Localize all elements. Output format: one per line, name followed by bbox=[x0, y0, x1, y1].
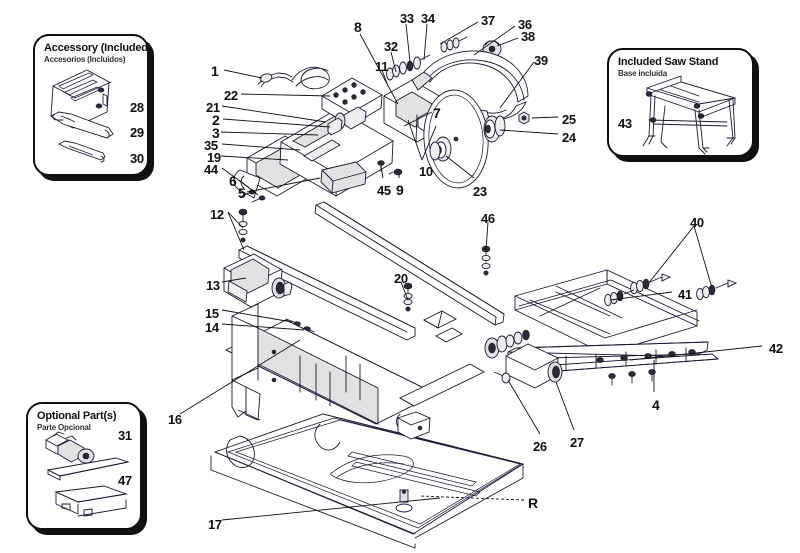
callout-34: 34 bbox=[421, 11, 435, 26]
callout-46: 46 bbox=[481, 211, 495, 226]
accessory-illustration bbox=[50, 69, 114, 163]
callout-44: 44 bbox=[204, 162, 218, 177]
callout-40: 40 bbox=[690, 215, 704, 230]
callout-13: 13 bbox=[206, 278, 220, 293]
callout-42: 42 bbox=[769, 341, 783, 356]
callout-23: 23 bbox=[473, 184, 487, 199]
saw-stand-illustration bbox=[642, 75, 736, 155]
optional-parts-panel-title: Optional Part(s) bbox=[37, 410, 117, 422]
saw-stand-panel-title: Included Saw Stand bbox=[618, 56, 719, 68]
callout-17: 17 bbox=[208, 517, 222, 532]
callout-26: 26 bbox=[533, 439, 547, 454]
part-trolley-frame bbox=[484, 269, 738, 389]
callout-36: 36 bbox=[518, 17, 532, 32]
callout-8: 8 bbox=[354, 19, 362, 35]
callout-41: 41 bbox=[678, 287, 692, 302]
callout-3: 3 bbox=[212, 125, 220, 141]
saw-stand-panel: Included Saw Stand Base incluida bbox=[607, 48, 754, 157]
callout-16: 16 bbox=[168, 412, 182, 427]
callout-9: 9 bbox=[396, 182, 404, 198]
callout-14: 14 bbox=[205, 320, 219, 335]
callout-11: 11 bbox=[375, 59, 389, 74]
part-water-tray bbox=[210, 411, 525, 549]
callout-31: 31 bbox=[118, 428, 132, 443]
callout-43: 43 bbox=[618, 116, 632, 131]
callout-21: 21 bbox=[206, 100, 220, 115]
callout-32: 32 bbox=[384, 39, 398, 54]
accessory-panel: Accessory (Included) Accesorios (Incluid… bbox=[33, 34, 152, 176]
callout-2: 2 bbox=[212, 112, 220, 128]
part-carriage-frame bbox=[223, 208, 485, 425]
callout-25: 25 bbox=[562, 112, 576, 127]
accessory-panel-subtitle: Accesorios (Incluidos) bbox=[44, 55, 126, 64]
part-power-cord bbox=[257, 66, 330, 90]
callout-10: 10 bbox=[419, 164, 433, 179]
callout-20: 20 bbox=[394, 271, 408, 286]
part-hardware-columns bbox=[403, 245, 491, 312]
callout-27: 27 bbox=[570, 435, 584, 450]
callout-1-power-cord: 1 bbox=[211, 63, 219, 79]
callout-35: 35 bbox=[204, 138, 218, 153]
callout-15: 15 bbox=[205, 306, 219, 321]
optional-parts-illustration bbox=[45, 431, 130, 517]
callout-28: 28 bbox=[130, 100, 144, 115]
callout-12: 12 bbox=[210, 207, 224, 222]
callout-30: 30 bbox=[130, 151, 144, 166]
callout-19: 19 bbox=[207, 150, 221, 165]
callout-39: 39 bbox=[534, 53, 548, 68]
callout-29: 29 bbox=[130, 125, 144, 140]
callout-38: 38 bbox=[521, 29, 535, 44]
part-blade bbox=[423, 89, 530, 189]
accessory-panel-title: Accessory (Included) bbox=[44, 42, 152, 54]
callout-7: 7 bbox=[433, 105, 441, 121]
saw-stand-panel-subtitle: Base incluida bbox=[618, 69, 667, 78]
callout-6: 6 bbox=[229, 173, 237, 189]
callout-4: 4 bbox=[652, 397, 660, 413]
optional-parts-panel-subtitle: Parte Opcional bbox=[37, 423, 91, 432]
optional-parts-panel: Optional Part(s) Parte Opcional bbox=[26, 402, 142, 530]
callout-r: R bbox=[528, 495, 538, 511]
callout-24: 24 bbox=[562, 130, 576, 145]
callout-33: 33 bbox=[400, 11, 414, 26]
callout-45: 45 bbox=[377, 183, 391, 198]
part-guide-rail bbox=[314, 201, 505, 326]
callout-22: 22 bbox=[224, 88, 238, 103]
callout-5: 5 bbox=[238, 185, 246, 201]
callout-37: 37 bbox=[481, 13, 495, 28]
callout-47: 47 bbox=[118, 473, 132, 488]
